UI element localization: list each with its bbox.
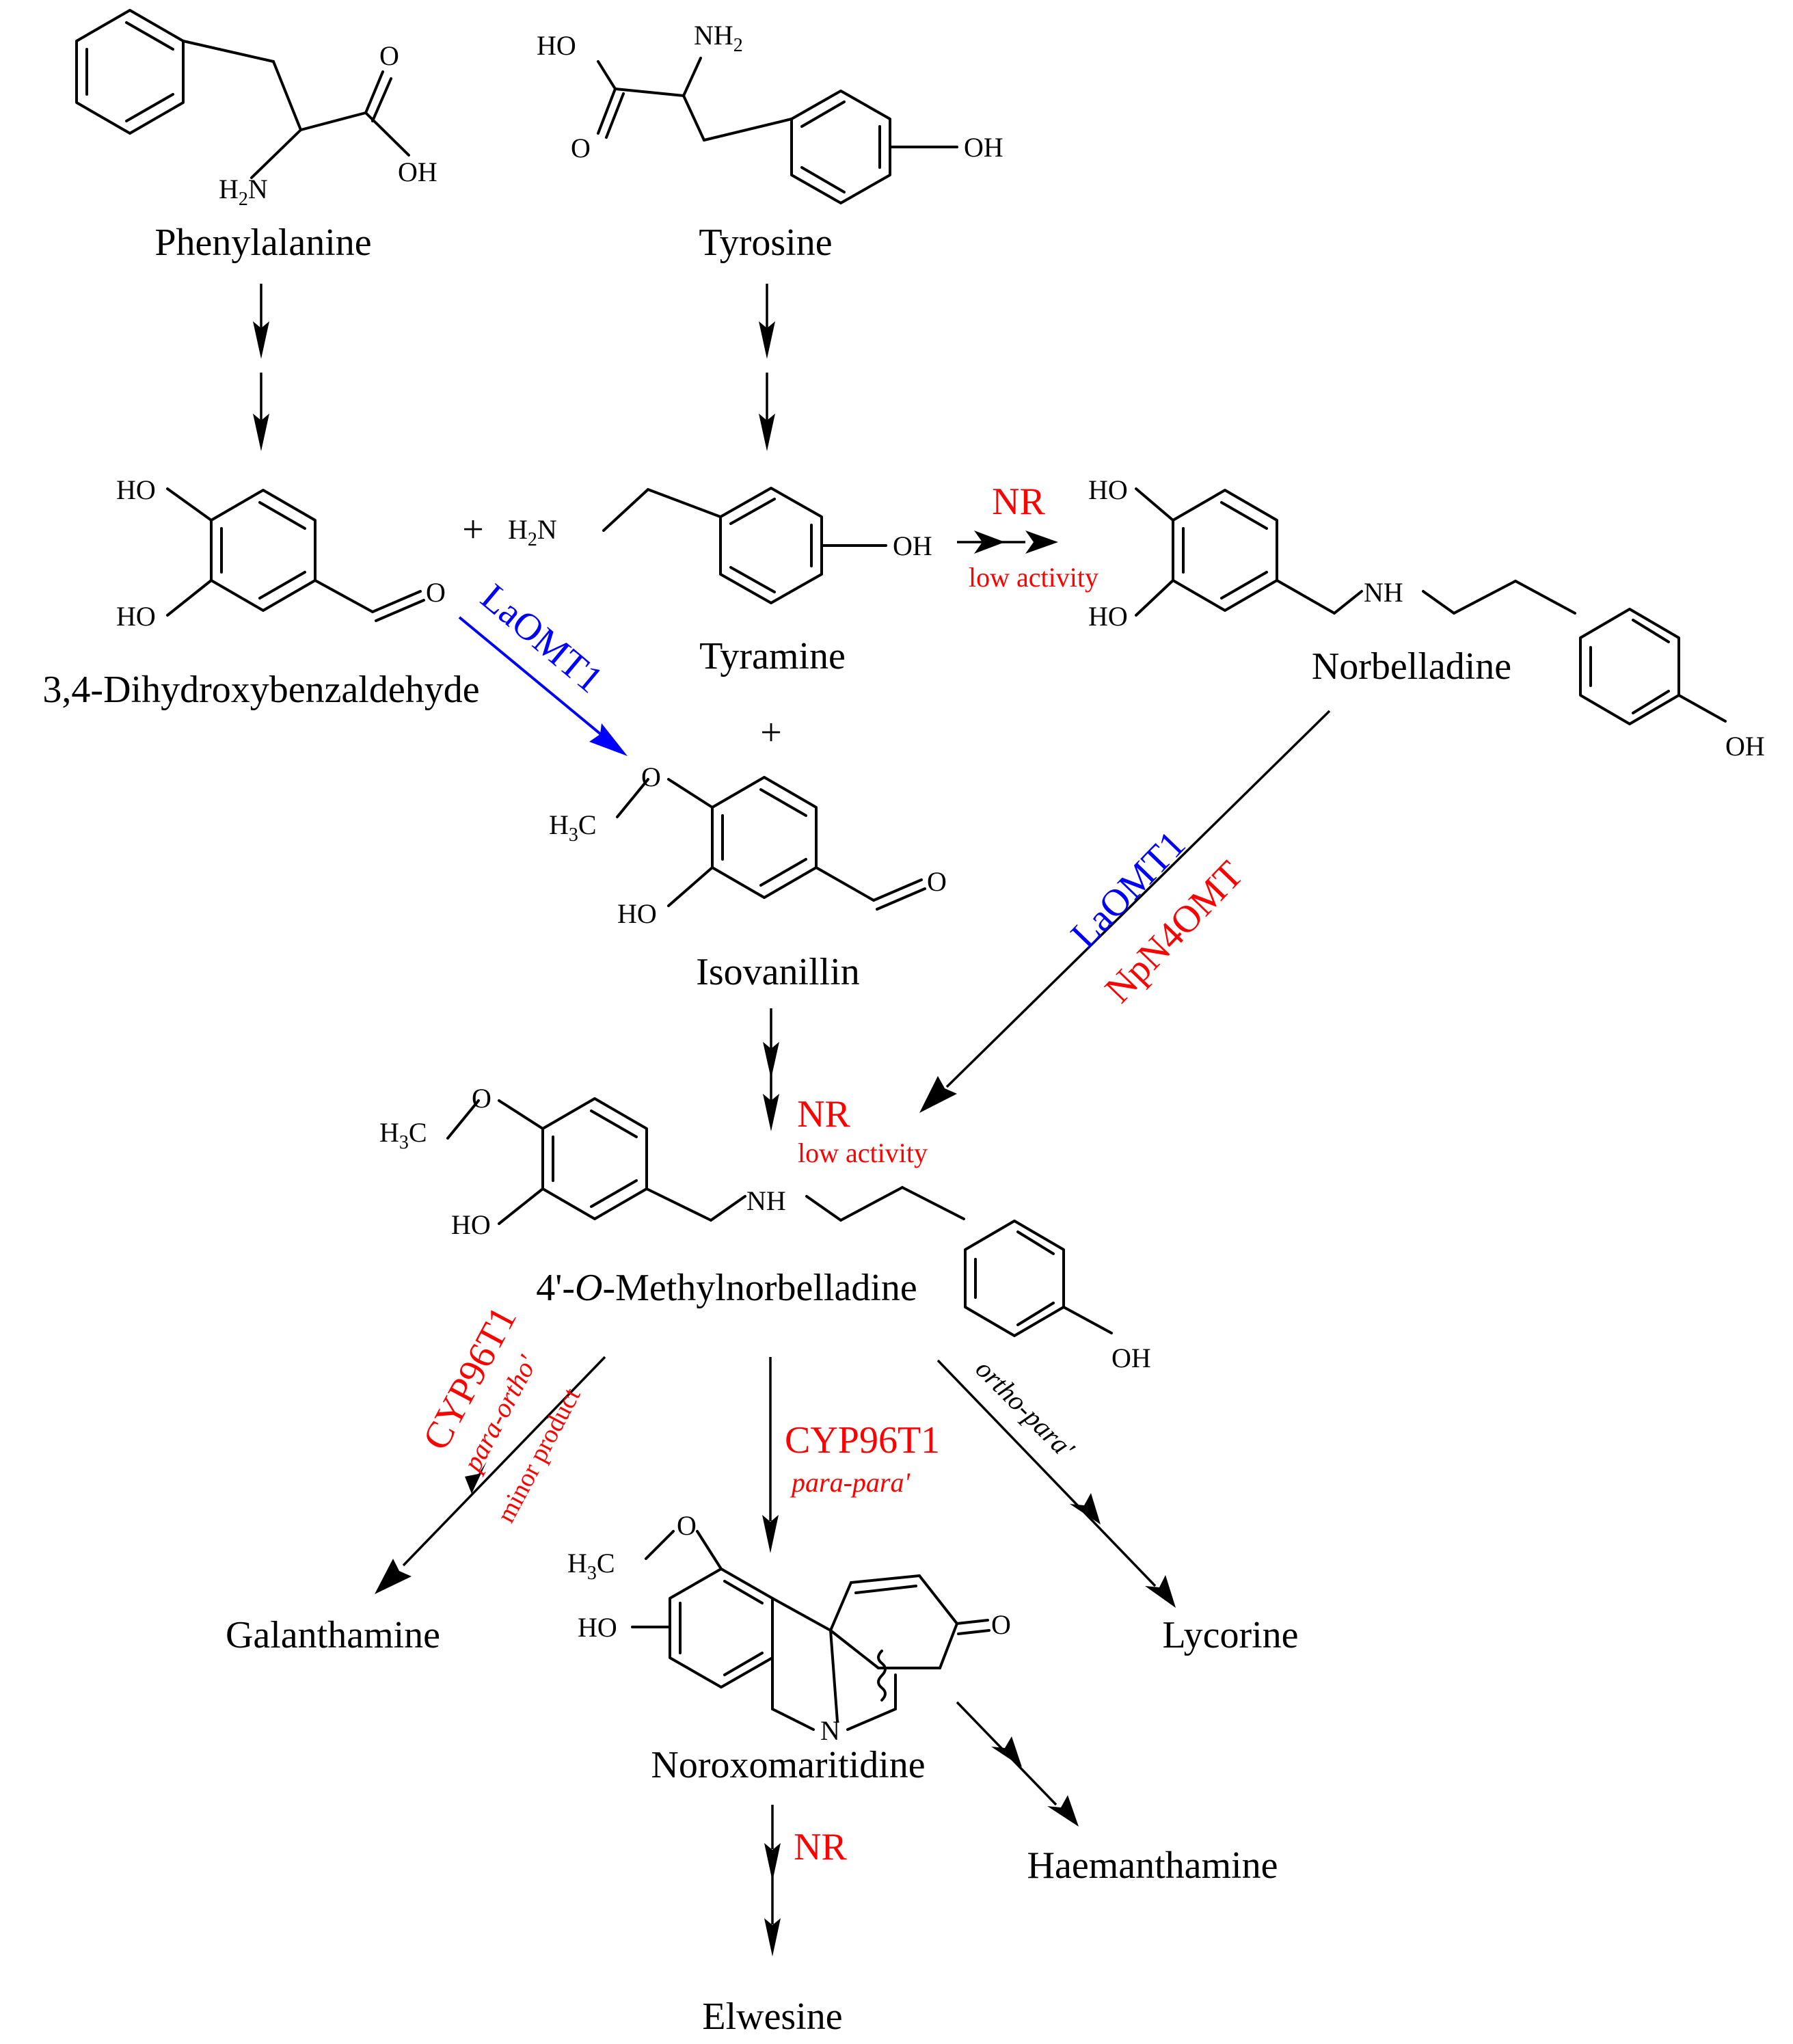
isovanillin-structure: O H3C HO O bbox=[549, 762, 947, 929]
hydroxyl-ho-label: HO bbox=[116, 474, 156, 505]
nr-label-1: NR bbox=[992, 481, 1045, 523]
arrow-to-elwesine-2 bbox=[764, 1870, 781, 1956]
tyramine-structure: OH H2N bbox=[508, 487, 932, 604]
phenol-oh-label: OH bbox=[964, 132, 1003, 163]
acid-oh-label: OH bbox=[398, 157, 437, 187]
amine-label: H2N bbox=[508, 514, 557, 550]
methoxy-o-label: O bbox=[641, 762, 661, 792]
arrow-tyr-to-tyramine-1 bbox=[759, 284, 775, 359]
lycorine-label: Lycorine bbox=[1162, 1614, 1298, 1656]
amine-nh-label: NH bbox=[746, 1185, 786, 1216]
arrow-to-elwesine-1 bbox=[764, 1805, 781, 1881]
low-activity-label-1: low activity bbox=[969, 562, 1098, 593]
noroxomaritidine-label: Noroxomaritidine bbox=[651, 1744, 925, 1786]
amine-n-label: N bbox=[820, 1715, 840, 1746]
arrow-to-noroxomaritidine bbox=[762, 1357, 779, 1553]
methoxy-o-label: O bbox=[472, 1083, 491, 1114]
plus-sign-1: + bbox=[462, 509, 484, 551]
hydroxyl-ho-label: HO bbox=[617, 898, 657, 929]
ketone-o-label: O bbox=[991, 1609, 1011, 1640]
laomt1-label-a: LaOMT1 bbox=[473, 576, 611, 701]
arrow-isovanillin-to-methylnorbelladine-2 bbox=[763, 1060, 779, 1131]
methyl-label: H3C bbox=[567, 1548, 615, 1584]
amine-nh-label: NH bbox=[1364, 577, 1403, 608]
plus-sign-2: + bbox=[760, 712, 782, 754]
norbelladine-structure: HO HO NH bbox=[1088, 474, 1576, 632]
norbelladine-label: Norbelladine bbox=[1312, 645, 1511, 688]
methylnorbelladine-phenol-ring: OH bbox=[964, 1220, 1151, 1373]
hydroxyl-ho-label: HO bbox=[451, 1209, 491, 1240]
para-para-label: para-para' bbox=[790, 1467, 911, 1498]
arrow-phe-to-dhba-1 bbox=[253, 284, 269, 359]
arrow-nr-to-norbelladine bbox=[957, 530, 1058, 554]
aldehyde-o-label: O bbox=[426, 577, 446, 608]
arrow-to-galanthamine bbox=[375, 1356, 606, 1594]
arrow-tyr-to-tyramine-2 bbox=[759, 373, 775, 451]
norbelladine-phenol-ring: OH bbox=[1579, 608, 1765, 762]
dhba-structure: HO HO O bbox=[116, 474, 446, 632]
noroxomaritidine-structure: O H3C HO O N bbox=[567, 1510, 1011, 1746]
nr-label-2: NR bbox=[797, 1093, 850, 1135]
methylnorbelladine-structure: O H3C HO NH bbox=[379, 1083, 965, 1240]
methyl-label: H3C bbox=[379, 1117, 427, 1153]
ortho-para-label: ortho-para' bbox=[970, 1354, 1081, 1465]
phenylalanine-label: Phenylalanine bbox=[154, 221, 371, 264]
low-activity-label-2: low activity bbox=[798, 1138, 928, 1168]
amine-label: NH2 bbox=[694, 20, 743, 56]
galanthamine-label: Galanthamine bbox=[226, 1614, 440, 1656]
arrow-to-haemanthamine bbox=[956, 1701, 1079, 1827]
acid-ho-label: HO bbox=[537, 30, 576, 61]
phenol-oh-label: OH bbox=[1111, 1343, 1151, 1373]
hydroxyl-ho-label-2: HO bbox=[116, 601, 156, 632]
tyramine-label: Tyramine bbox=[699, 635, 846, 677]
carbonyl-o-label: O bbox=[571, 133, 591, 163]
phenol-oh-label: OH bbox=[1725, 731, 1765, 762]
aldehyde-o-label: O bbox=[927, 866, 947, 897]
dhba-label: 3,4-Dihydroxybenzaldehyde bbox=[42, 669, 479, 711]
arrow-to-lycorine bbox=[936, 1359, 1176, 1608]
tyrosine-structure: OH NH2 HO O bbox=[537, 20, 1003, 204]
arrow-norbelladine-to-methylnorbelladine bbox=[919, 710, 1331, 1113]
arrow-phe-to-dhba-2 bbox=[253, 373, 269, 451]
hydroxyl-ho-label: HO bbox=[1088, 474, 1128, 505]
phenylalanine-structure: O OH H2N bbox=[75, 9, 437, 210]
carbonyl-o-label: O bbox=[379, 40, 399, 71]
hydroxyl-ho-label: HO bbox=[578, 1612, 617, 1643]
elwesine-label: Elwesine bbox=[702, 1995, 842, 2038]
methyl-label: H3C bbox=[549, 809, 597, 846]
arrow-laomt1-to-isovanillin bbox=[458, 616, 628, 756]
methylnorbelladine-label: 4'-O-Methylnorbelladine bbox=[536, 1267, 917, 1309]
amine-label: H2N bbox=[219, 174, 268, 210]
isovanillin-label: Isovanillin bbox=[696, 951, 860, 993]
hydroxyl-ho-label-2: HO bbox=[1088, 601, 1128, 632]
haemanthamine-label: Haemanthamine bbox=[1027, 1844, 1278, 1887]
cyp96t1-label-b: CYP96T1 bbox=[785, 1419, 940, 1462]
methoxy-o-label: O bbox=[677, 1510, 697, 1541]
tyrosine-label: Tyrosine bbox=[699, 221, 832, 264]
nr-label-3: NR bbox=[794, 1826, 847, 1868]
phenol-oh-label: OH bbox=[893, 530, 932, 561]
